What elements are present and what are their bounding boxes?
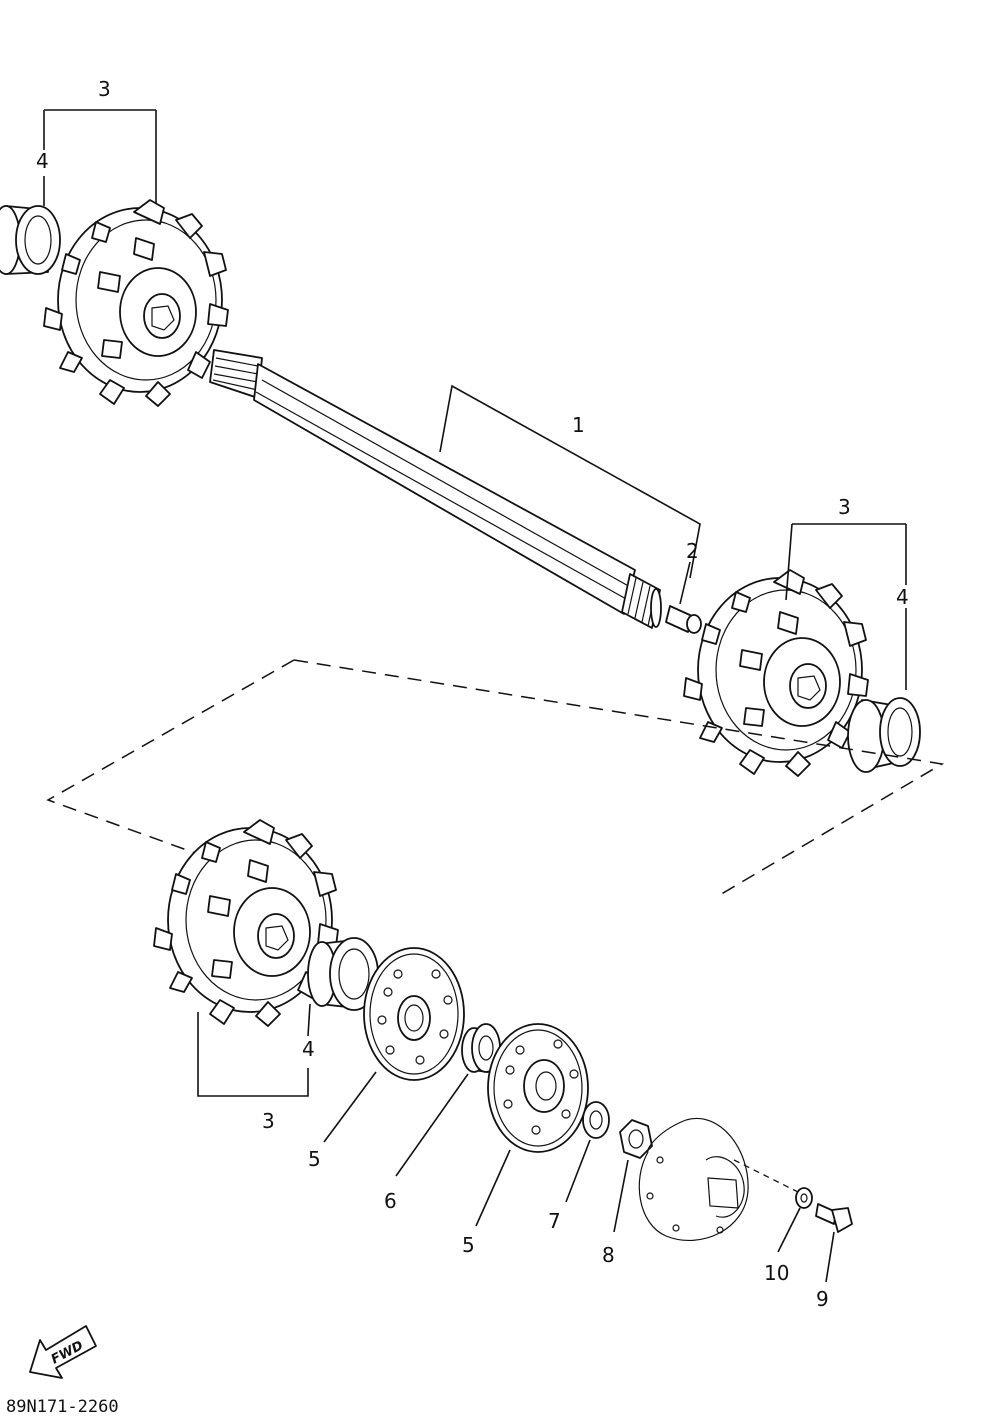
bolt — [815, 1203, 853, 1233]
sprocket-right — [683, 569, 869, 777]
callout-sprocket-top-left: 3 — [98, 77, 111, 101]
bearing-right — [847, 697, 921, 773]
plate-outer — [363, 947, 465, 1081]
bearing-bottom — [307, 937, 379, 1011]
leader-lines — [43, 109, 907, 1283]
drive-shaft — [209, 349, 662, 629]
callout-bolt: 9 — [816, 1287, 829, 1311]
sprocket-bottom — [153, 819, 339, 1027]
hub-housing — [638, 1117, 749, 1241]
nut — [619, 1119, 653, 1159]
callout-sprocket-right: 3 — [838, 495, 851, 519]
callout-plate-inner: 5 — [462, 1233, 475, 1257]
callout-plate-outer: 5 — [308, 1147, 321, 1171]
plate-inner — [487, 1023, 589, 1153]
sprocket-top-left — [43, 199, 229, 407]
part-number-code: 89N171-2260 — [6, 1397, 119, 1417]
bearing-top-left — [0, 205, 61, 275]
callout-bearing-top-left: 4 — [36, 149, 49, 173]
callout-bearing-bottom: 4 — [302, 1037, 315, 1061]
callout-shaft: 1 — [572, 413, 585, 437]
callout-nut: 8 — [602, 1243, 615, 1267]
callout-bearing-small: 6 — [384, 1189, 397, 1213]
callout-washer: 7 — [548, 1209, 561, 1233]
plug-pin — [665, 605, 702, 634]
callout-plug: 2 — [686, 539, 699, 563]
fwd-arrow-icon: FWD — [29, 1325, 97, 1379]
callout-lock-washer: 10 — [764, 1261, 789, 1285]
bolt-axis-line — [733, 1159, 807, 1197]
callout-sprocket-bottom: 3 — [262, 1109, 275, 1133]
washer — [582, 1101, 610, 1139]
callout-bearing-right: 4 — [896, 585, 909, 609]
lock-washer — [795, 1187, 813, 1209]
